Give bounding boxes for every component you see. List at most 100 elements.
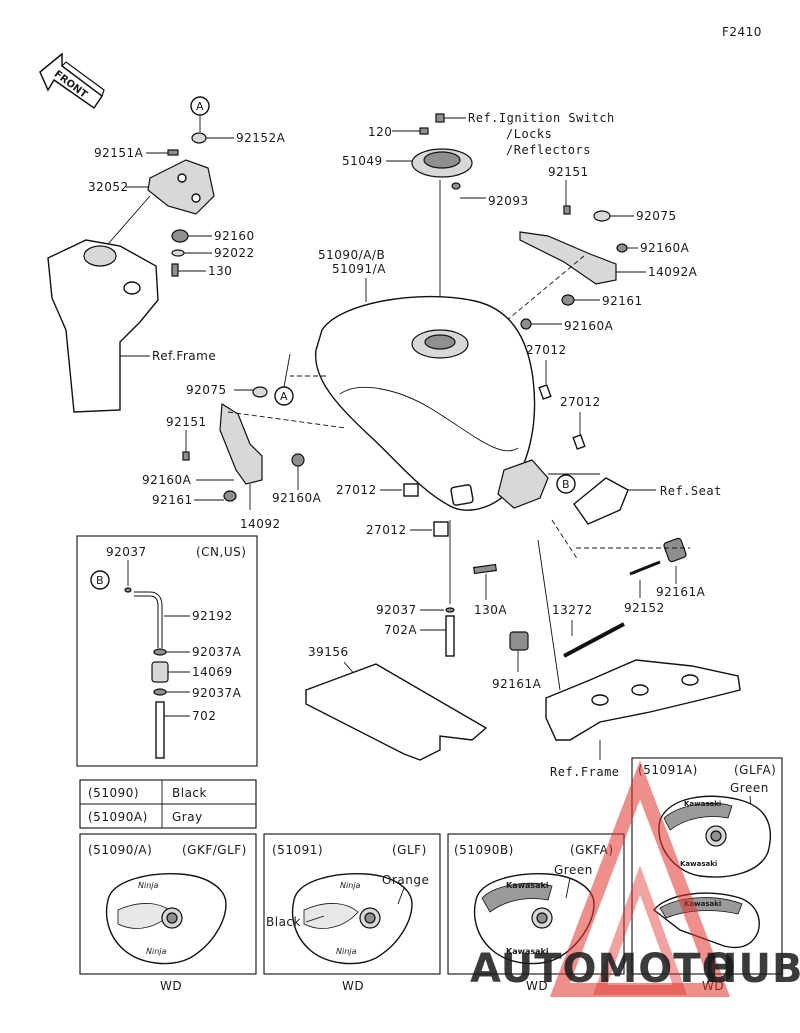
- variant-3-note-green: Green: [554, 863, 593, 877]
- hose-box-label-92037A-b: 92037A: [192, 686, 242, 700]
- hose-702A: [445, 615, 455, 657]
- variant-box-1: (51090/A) (GKF/GLF) Ninja Ninja WD: [79, 833, 257, 993]
- pad-large: [450, 484, 474, 506]
- variant-4-note-green: Green: [730, 781, 769, 795]
- rear-bracket: [497, 459, 549, 509]
- callout-b-main: [556, 474, 576, 494]
- front-arrow-icon: FRONT: [39, 52, 105, 110]
- label-51091: 51091/A: [332, 262, 386, 276]
- variant-box-3: (51090B) (GKFA) Kawasaki Kawasaki Green …: [447, 833, 625, 993]
- callout-a-top-label: A: [196, 100, 204, 113]
- variant-2-tank: [291, 873, 413, 965]
- rear-frame: [545, 659, 741, 741]
- cap-92075-top: [593, 210, 611, 222]
- color-table-code-1: (51090A): [88, 810, 148, 824]
- callout-a-mid-label: A: [280, 390, 288, 403]
- label-92022: 92022: [214, 246, 255, 260]
- label-92151-left: 92151: [166, 415, 207, 429]
- washer-92022: [171, 249, 185, 257]
- damper-92160: [171, 229, 189, 243]
- label-92160: 92160: [214, 229, 255, 243]
- label-92093: 92093: [488, 194, 529, 208]
- pad-27012-c: [403, 483, 419, 497]
- variant-2-code: (51091): [272, 843, 323, 857]
- label-39156: 39156: [308, 645, 349, 659]
- ref-frame-left: Ref.Frame: [152, 349, 216, 363]
- pad-27012-d: [433, 521, 449, 537]
- label-92161A-right: 92161A: [656, 585, 706, 599]
- screw-120: [419, 127, 429, 135]
- variant-4-trim: (GLFA): [734, 763, 776, 777]
- front-bracket-group: A 92152A 92151A 32052 92160 92022 130 Re…: [47, 96, 286, 413]
- variant-box-2: (51091) (GLF) Ninja Ninja Orange Black W…: [263, 833, 441, 993]
- rear-mount-right-group: 92151 92075 92160A 14092A 92161 92160A: [475, 165, 697, 347]
- label-13272: 13272: [552, 603, 593, 617]
- variant-1-market: WD: [160, 979, 182, 993]
- watermark-text-a: AUTOMOTO: [470, 946, 737, 992]
- oring-92093: [451, 182, 461, 190]
- label-92160A-top: 92160A: [640, 241, 690, 255]
- seat-lock: [573, 477, 629, 525]
- hose-box-region: (CN,US): [196, 545, 246, 559]
- label-130A: 130A: [474, 603, 507, 617]
- hose-box-label-92037A-a: 92037A: [192, 645, 242, 659]
- hose-box-label-14069: 14069: [192, 665, 233, 679]
- color-table: (51090) Black (51090A) Gray: [79, 779, 257, 829]
- variant-box-4: (51091A) (GLFA) Green Kawasaki Kawasaki …: [631, 757, 783, 993]
- label-27012-b: 27012: [560, 395, 601, 409]
- label-27012-c: 27012: [336, 483, 377, 497]
- label-32052: 32052: [88, 180, 129, 194]
- callout-b-main-label: B: [562, 478, 570, 491]
- bracket-14092A: [519, 231, 617, 285]
- variant-2-trim: (GLF): [392, 843, 427, 857]
- label-51090: 51090/A/B: [318, 248, 385, 262]
- variant-2-decal-bottom: Ninja: [336, 947, 357, 956]
- pad-27012-b: [572, 434, 586, 450]
- label-92075-left: 92075: [186, 383, 227, 397]
- watermark-triangle-icon: [549, 760, 731, 997]
- filler-cap-group: Ref.Ignition Switch /Locks /Reflectors 1…: [342, 111, 614, 328]
- label-14092: 14092: [240, 517, 281, 531]
- variant-3-trim: (GKFA): [570, 843, 614, 857]
- label-92152A: 92152A: [236, 131, 286, 145]
- variant-3-code: (51090B): [454, 843, 514, 857]
- screw-ref: [435, 113, 445, 123]
- label-92075-top: 92075: [636, 209, 677, 223]
- hose-detail-box: 92037 (CN,US) B 92192 92037A 14069 92037…: [76, 535, 258, 767]
- variant-3-decal-bottom: Kawasaki: [506, 947, 549, 956]
- variant-4-code: (51091A): [638, 763, 698, 777]
- variant-2-market: WD: [342, 979, 364, 993]
- variant-1-decal-top: Ninja: [138, 881, 159, 890]
- grommet-92152A: [191, 132, 207, 144]
- ref-seat: Ref.Seat: [660, 484, 722, 498]
- label-702A: 702A: [384, 623, 417, 637]
- label-92160A-low: 92160A: [272, 491, 322, 505]
- label-51049: 51049: [342, 154, 383, 168]
- front-mount-left-group: 92075 A 92151 92160A 92161 14092 92160A: [142, 353, 347, 531]
- variant-3-market: WD: [526, 979, 548, 993]
- variant-2-decal-top: Ninja: [340, 881, 361, 890]
- label-92152: 92152: [624, 601, 665, 615]
- color-table-code-0: (51090): [88, 786, 139, 800]
- variant-4-decal-top: Kawasaki: [684, 800, 721, 808]
- hose-box-label-92037: 92037: [106, 545, 147, 559]
- nut-92161-top: [561, 294, 575, 306]
- color-table-color-0: Black: [172, 786, 207, 800]
- ref-locks: /Locks: [506, 127, 552, 141]
- label-120: 120: [368, 125, 392, 139]
- screw-92151A: [167, 149, 179, 156]
- damper-92161A-right: [663, 537, 687, 563]
- bolt-130: [171, 263, 179, 277]
- bracket-32052: [147, 159, 215, 215]
- filter-14069: [151, 661, 169, 683]
- variant-1-code: (51090/A): [88, 843, 152, 857]
- figure-code: F2410: [722, 25, 762, 39]
- variant-4-decal-side: Kawasaki: [684, 900, 721, 908]
- ref-reflectors: /Reflectors: [506, 143, 591, 157]
- label-92161-top: 92161: [602, 294, 643, 308]
- ref-frame-bottom: Ref.Frame: [550, 765, 620, 779]
- nut-92161-left: [223, 490, 237, 502]
- label-92161A-low: 92161A: [492, 677, 542, 691]
- variant-4-decal-mid: Kawasaki: [680, 860, 717, 868]
